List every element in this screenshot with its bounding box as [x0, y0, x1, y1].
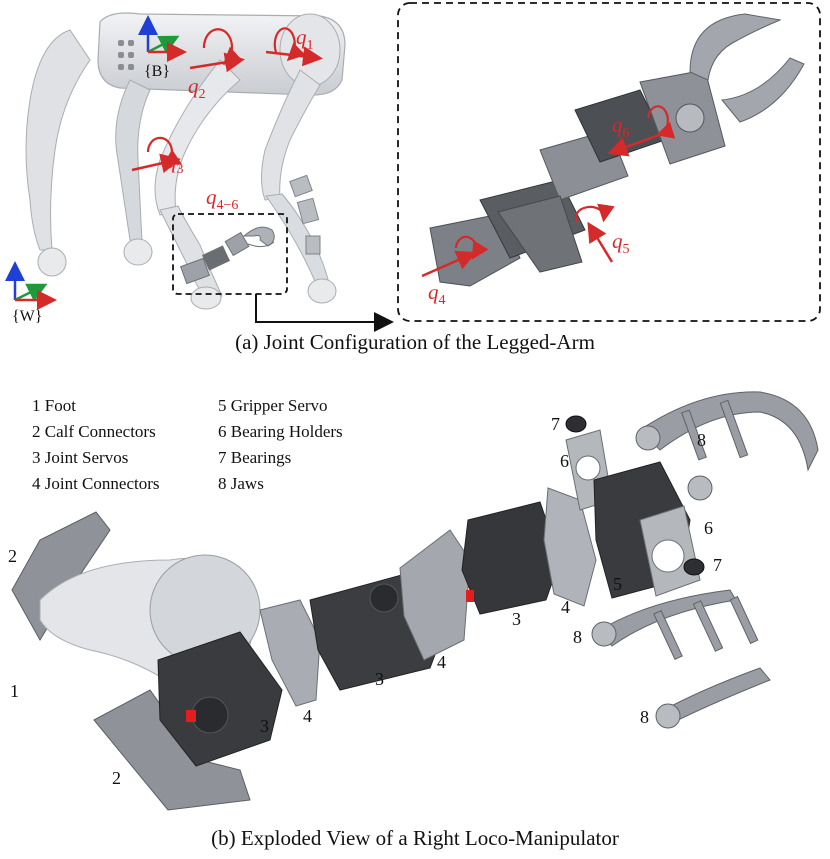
joint-connector-middle [399, 529, 471, 661]
joint-q2-label: q2 [188, 74, 206, 102]
world-frame-label: {W} [12, 308, 42, 325]
calf-connector-bottom [93, 689, 251, 811]
joint-q3-rotation-arrow [131, 136, 182, 174]
legend-item-bearing-holders: 6 Bearing Holders [218, 422, 343, 441]
jaw-bottom [655, 667, 771, 729]
callout-6-bottom: 6 [704, 518, 713, 538]
callout-1: 1 [10, 681, 19, 701]
panel-a-joint-configuration: {B} {W} q1 q2 q3 q4−6 [4, 2, 821, 332]
callout-3-right: 3 [512, 609, 521, 629]
joint-q5-label: q5 [612, 229, 630, 257]
parts-legend-left: 1 Foot 2 Calf Connectors 3 Joint Servos … [32, 393, 160, 497]
callout-7-top: 7 [551, 414, 560, 434]
joint-q5-rotation-arrow [575, 203, 615, 263]
joint-q1-label: q1 [296, 25, 314, 53]
mini-gripper-arm [180, 226, 275, 285]
caption-panel-a: (a) Joint Configuration of the Legged-Ar… [235, 330, 595, 354]
callout-2-bottom: 2 [112, 768, 121, 788]
panel-b-exploded-view [11, 391, 819, 811]
zoom-source-box [172, 213, 288, 295]
joint-servo-left [157, 631, 283, 767]
callout-4-right: 4 [561, 597, 570, 617]
joint-q2-rotation-arrow [189, 28, 245, 73]
callout-6-top: 6 [560, 451, 569, 471]
legend-item-bearings: 7 Bearings [218, 448, 292, 467]
legend-item-joint-servos: 3 Joint Servos [32, 448, 129, 467]
joint-q4-6-label: q4−6 [206, 185, 238, 213]
zoomed-gripper-arm [429, 13, 805, 287]
callout-4-left: 4 [303, 706, 312, 726]
joint-q1-rotation-arrow [265, 27, 323, 67]
base-frame-axes [138, 15, 187, 62]
jaw-top [635, 391, 819, 501]
callout-2-top: 2 [8, 546, 17, 566]
base-frame-label: {B} [144, 63, 170, 80]
joint-servo-right [461, 501, 561, 615]
legend-item-jaws: 8 Jaws [218, 474, 264, 493]
callout-3-middle: 3 [375, 669, 384, 689]
world-frame-axes [4, 261, 57, 310]
quadruped-robot [25, 12, 346, 310]
callout-8-top: 8 [697, 430, 706, 450]
callout-4-middle: 4 [437, 652, 446, 672]
calf-connector-top [11, 511, 111, 641]
callout-8-middle: 8 [573, 627, 582, 647]
legend-item-joint-connectors: 4 Joint Connectors [32, 474, 160, 493]
joint-connector-left [259, 599, 321, 707]
callout-8-bottom: 8 [640, 707, 649, 727]
bearing-top [565, 415, 587, 433]
legend-item-gripper-servo: 5 Gripper Servo [218, 396, 328, 415]
caption-panel-b: (b) Exploded View of a Right Loco-Manipu… [211, 826, 619, 850]
joint-q6-rotation-arrow [607, 105, 676, 157]
joint-q4-label: q4 [428, 280, 446, 308]
joint-q4-rotation-arrow [421, 235, 489, 278]
legend-item-calf-connectors: 2 Calf Connectors [32, 422, 156, 441]
callout-5: 5 [613, 574, 622, 594]
joint-q3-label: q3 [166, 149, 184, 177]
parts-legend-right: 5 Gripper Servo 6 Bearing Holders 7 Bear… [218, 393, 343, 497]
zoom-connector-arrow [255, 294, 394, 332]
joint-q6-label: q6 [612, 113, 630, 141]
bearing-bottom [683, 558, 705, 576]
callout-7-bottom: 7 [713, 555, 722, 575]
jaw-middle [591, 589, 759, 661]
legend-item-foot: 1 Foot [32, 396, 76, 415]
callout-3-left: 3 [260, 716, 269, 736]
